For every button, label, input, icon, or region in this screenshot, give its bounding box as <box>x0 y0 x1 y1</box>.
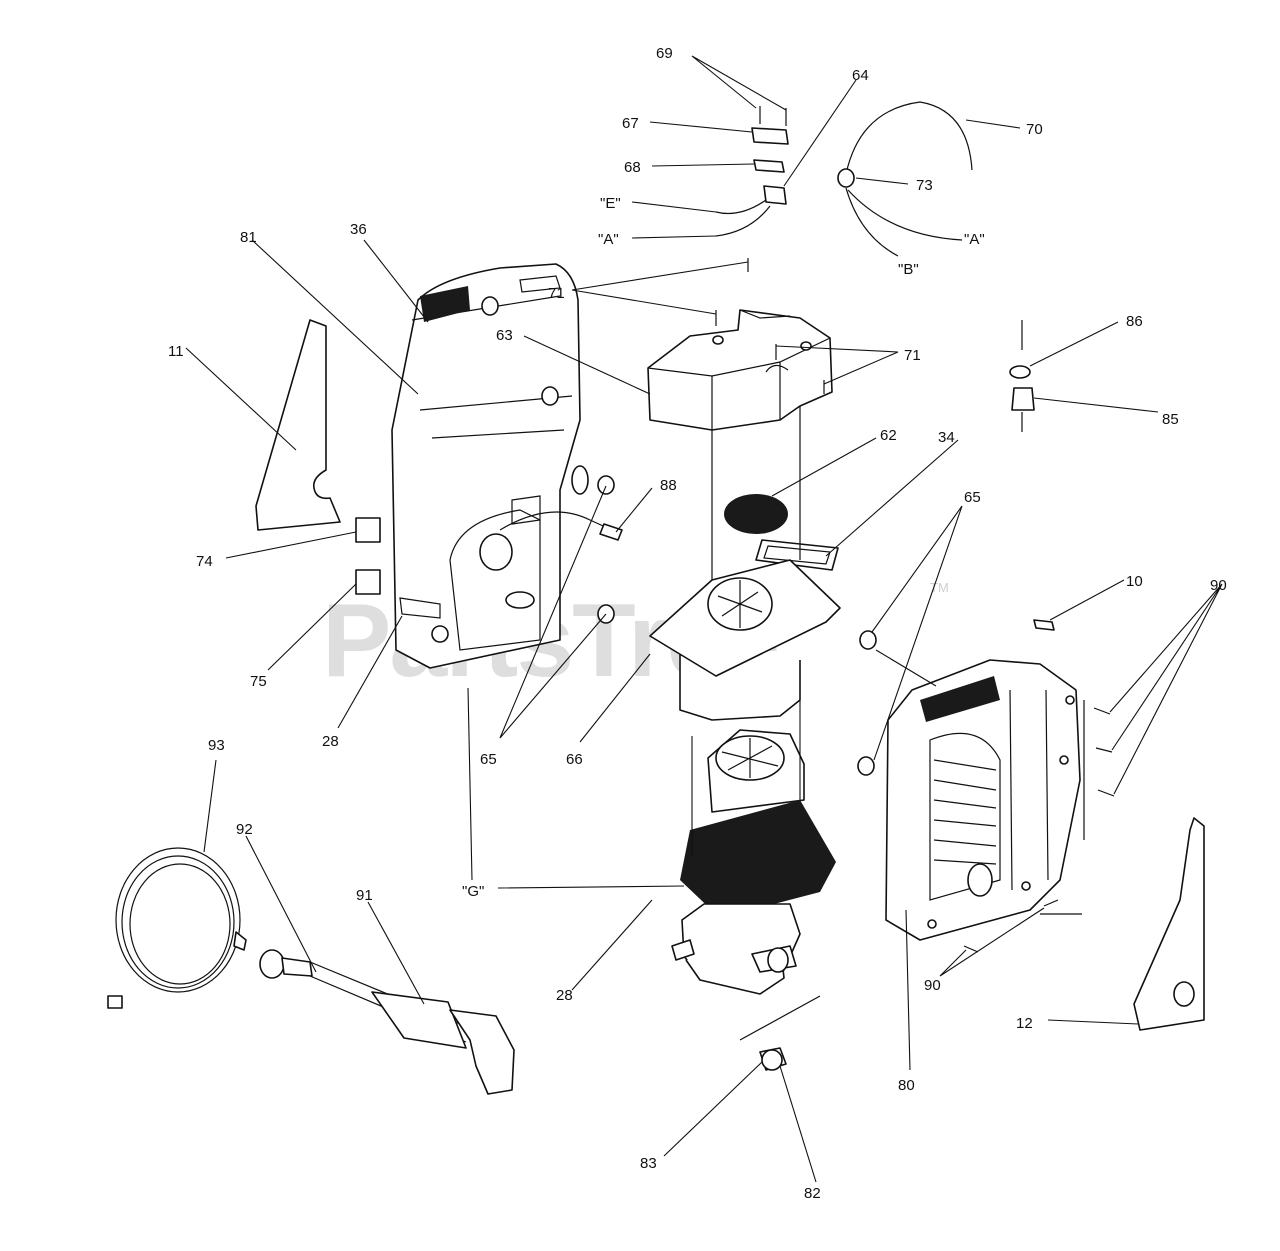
callout-28-center: 28 <box>556 987 573 1004</box>
callout-83: 83 <box>640 1155 657 1172</box>
callout-81: 81 <box>240 229 257 246</box>
screws-71 <box>715 258 825 394</box>
hose-93 <box>107 847 247 1009</box>
part-80-right-housing <box>885 659 1081 941</box>
part-74-label <box>355 517 381 543</box>
grommet-73 <box>837 168 855 188</box>
callout-A-right: "A" <box>964 231 985 248</box>
fitting-axis-82 <box>739 995 821 1041</box>
screw-guide-lines <box>1040 700 1085 915</box>
callout-66: 66 <box>566 751 583 768</box>
callout-74: 74 <box>196 553 213 570</box>
callout-11: 11 <box>168 343 184 360</box>
callout-85: 85 <box>1162 411 1179 428</box>
callout-28-left: 28 <box>322 733 339 750</box>
part-10-label <box>1033 619 1055 631</box>
callout-36: 36 <box>350 221 367 238</box>
wire-E <box>715 199 767 215</box>
callout-71-left: 71 <box>548 285 565 302</box>
callout-68: 68 <box>624 159 641 176</box>
cord-70 <box>845 101 973 175</box>
hose-88 <box>499 511 613 531</box>
wire-A-right <box>847 189 963 241</box>
part-12-side-panel <box>1133 817 1205 1031</box>
callout-34: 34 <box>938 429 955 446</box>
part-81-left-housing <box>391 263 589 669</box>
part-11-side-panel <box>255 319 341 531</box>
callout-75: 75 <box>250 673 267 690</box>
part-66-base-plate <box>649 406 841 721</box>
hose-88-fitting <box>599 523 623 541</box>
part-64-switch <box>763 185 787 205</box>
spray-gun-91 <box>371 991 515 1095</box>
callout-G: "G" <box>462 883 484 900</box>
o-ring-86 <box>1009 365 1031 379</box>
motor-pump-assembly <box>671 729 836 995</box>
part-67-connector <box>751 127 789 145</box>
wire-B <box>845 187 899 257</box>
callout-90-top: 90 <box>1210 577 1227 594</box>
part-68-connector <box>753 159 785 173</box>
callout-65-right: 65 <box>964 489 981 506</box>
leader-lines <box>185 55 1223 1183</box>
spray-wand-92 <box>259 949 471 1043</box>
fitting-85 <box>1011 387 1035 411</box>
callout-93: 93 <box>208 737 225 754</box>
callout-64: 64 <box>852 67 869 84</box>
callout-E: "E" <box>600 195 621 212</box>
callout-82: 82 <box>804 1185 821 1202</box>
bushing-65-d <box>857 756 875 776</box>
callout-69: 69 <box>656 45 673 62</box>
screws-90 <box>963 707 1115 953</box>
callout-B: "B" <box>898 261 919 278</box>
callout-80: 80 <box>898 1077 915 1094</box>
bushing-65-a <box>597 475 615 495</box>
fitting-82 <box>761 1049 783 1071</box>
callout-88: 88 <box>660 477 677 494</box>
gasket-34 <box>755 539 839 571</box>
part-75-label <box>355 569 381 595</box>
watermark-tm: TM <box>930 580 949 595</box>
wire-A <box>715 205 771 237</box>
callout-65-left: 65 <box>480 751 497 768</box>
callout-labels: 69 64 67 68 70 73 "E" "A" "A" "B" 81 36 … <box>168 45 1227 1202</box>
callout-62: 62 <box>880 427 897 444</box>
callout-91: 91 <box>356 887 373 904</box>
callout-90-bottom: 90 <box>924 977 941 994</box>
screws-69 <box>759 106 787 126</box>
callout-73: 73 <box>916 177 933 194</box>
callout-63: 63 <box>496 327 513 344</box>
callout-12: 12 <box>1016 1015 1033 1032</box>
filter-62 <box>724 494 788 534</box>
callout-71-right: 71 <box>904 347 921 364</box>
callout-10: 10 <box>1126 573 1143 590</box>
callout-67: 67 <box>622 115 639 132</box>
callout-86: 86 <box>1126 313 1143 330</box>
callout-92: 92 <box>236 821 253 838</box>
callout-A-left: "A" <box>598 231 619 248</box>
part-63-top-housing <box>647 309 833 431</box>
bushing-65-c <box>859 630 877 650</box>
callout-70: 70 <box>1026 121 1043 138</box>
